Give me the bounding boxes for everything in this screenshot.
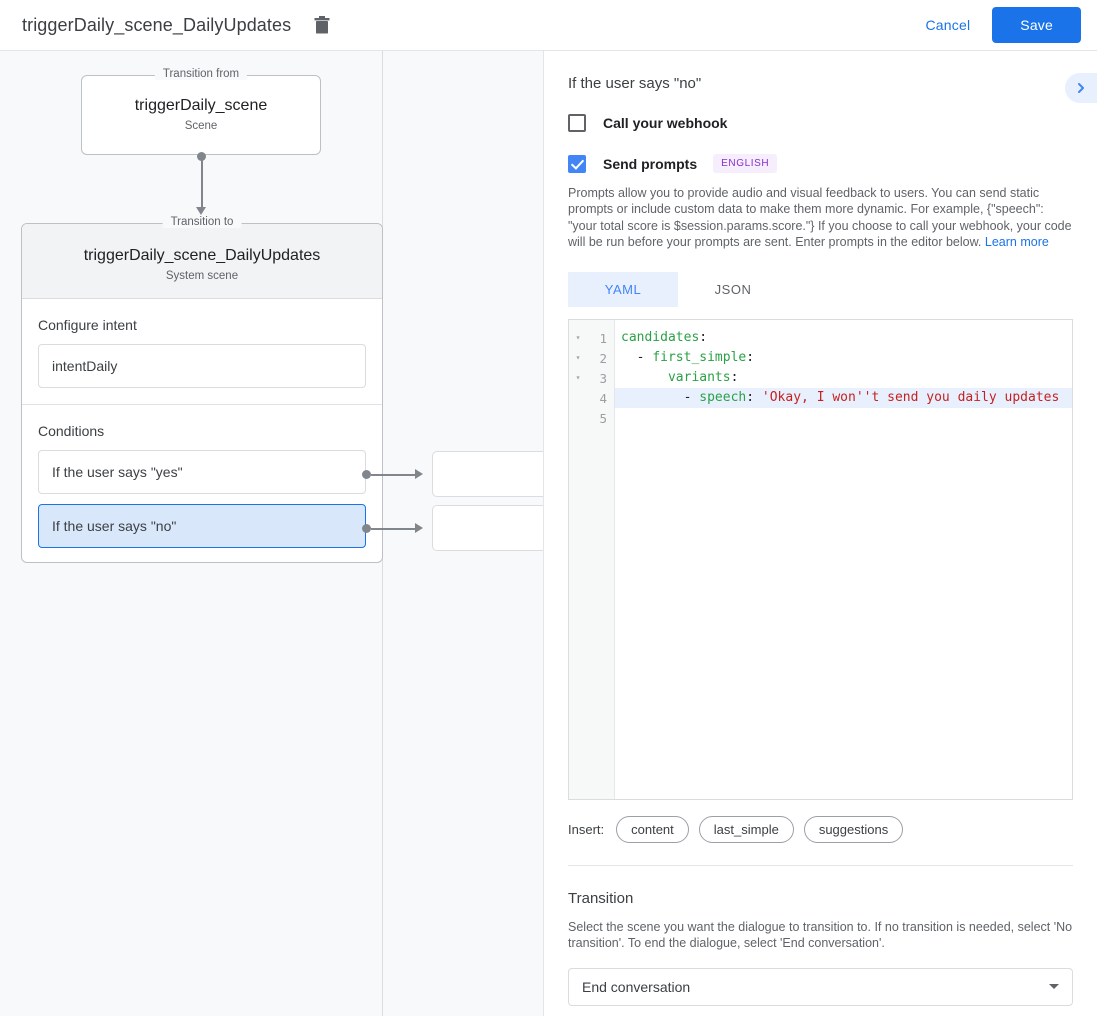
code-token: first_simple xyxy=(652,350,747,366)
tab-yaml[interactable]: YAML xyxy=(568,272,678,308)
transition-from-title: triggerDaily_scene xyxy=(134,97,268,114)
expand-panel-button[interactable] xyxy=(1065,73,1097,103)
target-node-yes[interactable] xyxy=(432,451,543,497)
editor-code-line[interactable]: variants: xyxy=(615,368,1072,388)
target-node-no[interactable] xyxy=(432,505,543,551)
transition-to-subtitle: System scene xyxy=(165,270,239,282)
edge-source-dot xyxy=(197,152,206,161)
call-webhook-label: Call your webhook xyxy=(603,115,728,131)
transition-to-title: triggerDaily_scene_DailyUpdates xyxy=(83,247,321,264)
editor-code-line[interactable]: candidates: xyxy=(615,328,1072,348)
tab-json[interactable]: JSON xyxy=(714,282,752,298)
insert-chip-last-simple[interactable]: last_simple xyxy=(698,816,794,844)
editor-gutter-line: ▾2 xyxy=(569,348,614,368)
transition-from-subtitle: Scene xyxy=(184,120,218,132)
code-token: : xyxy=(746,390,762,406)
conditions-section: Conditions If the user says "yes" If the… xyxy=(22,404,382,574)
code-token: variants xyxy=(667,370,731,386)
scene-graph-canvas[interactable]: Transition from triggerDaily_scene Scene… xyxy=(0,51,543,1016)
page-title: triggerDaily_scene_DailyUpdates xyxy=(22,14,292,35)
editor-format-tabs: YAML JSON xyxy=(568,272,788,308)
condition-no-connector-dot xyxy=(362,524,371,533)
chevron-down-icon xyxy=(1049,984,1059,990)
language-badge: ENGLISH xyxy=(713,154,778,173)
condition-no-connector-line xyxy=(371,528,417,530)
code-token: : xyxy=(730,370,739,386)
configure-intent-section: Configure intent intentDaily xyxy=(22,299,382,404)
prompts-help-body: Prompts allow you to provide audio and v… xyxy=(568,186,1072,249)
call-webhook-row[interactable]: Call your webhook xyxy=(568,114,1073,132)
fold-triangle-icon[interactable]: ▾ xyxy=(575,373,581,383)
code-token: candidates xyxy=(621,330,700,346)
configure-intent-label: Configure intent xyxy=(38,317,137,333)
edge-arrowhead-icon xyxy=(196,207,206,215)
send-prompts-checkbox[interactable] xyxy=(568,154,586,173)
transition-select-value: End conversation xyxy=(582,978,691,995)
fold-triangle-icon[interactable]: ▾ xyxy=(575,353,581,363)
code-token: speech xyxy=(699,390,747,406)
condition-yes-connector-dot xyxy=(362,470,371,479)
intent-field[interactable]: intentDaily xyxy=(38,344,366,388)
editor-gutter-line: ▾3 xyxy=(569,368,614,388)
editor-gutter-line: 4 xyxy=(569,388,614,408)
editor-code-line[interactable] xyxy=(615,408,1072,428)
details-panel-body: Call your webhook Send prompts ENGLISH P… xyxy=(544,114,1097,1006)
conditions-label: Conditions xyxy=(38,423,105,439)
call-webhook-checkbox[interactable] xyxy=(568,114,586,132)
transition-section-title: Transition xyxy=(568,890,634,908)
trash-icon xyxy=(314,16,330,34)
editor-line-number: 4 xyxy=(599,390,607,406)
cancel-button[interactable]: Cancel xyxy=(910,8,987,42)
panel-divider xyxy=(568,865,1073,867)
transition-to-node[interactable]: Transition to triggerDaily_scene_DailyUp… xyxy=(21,216,383,563)
learn-more-link[interactable]: Learn more xyxy=(984,234,1049,249)
editor-gutter-line: ▾1 xyxy=(569,328,614,348)
fold-triangle-icon[interactable]: ▾ xyxy=(575,333,581,343)
insert-chips-row: Insert: content last_simple suggestions xyxy=(568,816,1073,844)
insert-chip-suggestions[interactable]: suggestions xyxy=(803,816,904,844)
transition-from-legend: Transition from xyxy=(154,68,248,80)
code-token: 'Okay, I won''t send you daily updates xyxy=(761,390,1060,406)
editor-code-line[interactable]: - speech: 'Okay, I won''t send you daily… xyxy=(615,388,1072,409)
code-token: : xyxy=(746,350,755,366)
code-token xyxy=(621,370,668,385)
delete-button[interactable] xyxy=(309,12,335,38)
top-bar-actions: Cancel Save xyxy=(910,7,1081,43)
transition-from-node[interactable]: Transition from triggerDaily_scene Scene xyxy=(81,68,321,155)
transition-select[interactable]: End conversation xyxy=(568,967,1073,1006)
condition-yes-arrowhead-icon xyxy=(415,469,423,479)
edge-line xyxy=(201,157,203,209)
details-panel-title: If the user says "no" xyxy=(568,75,702,92)
insert-label: Insert: xyxy=(568,822,605,838)
transition-to-header: triggerDaily_scene_DailyUpdates System s… xyxy=(22,224,382,299)
editor-line-number: 1 xyxy=(599,330,607,346)
save-button[interactable]: Save xyxy=(992,7,1081,43)
details-panel: If the user says "no" Call your webhook … xyxy=(543,51,1097,1016)
editor-gutter-line: 5 xyxy=(569,408,614,428)
code-token: - xyxy=(621,350,653,366)
editor-code-area[interactable]: candidates: - first_simple: variants: - … xyxy=(615,320,1072,799)
editor-line-number: 2 xyxy=(599,350,607,366)
details-panel-header: If the user says "no" xyxy=(544,51,1097,103)
condition-yes-connector-line xyxy=(371,474,417,476)
send-prompts-label: Send prompts xyxy=(603,155,698,172)
prompts-help-text: Prompts allow you to provide audio and v… xyxy=(568,185,1073,250)
condition-item-no[interactable]: If the user says "no" xyxy=(38,504,366,548)
condition-no-arrowhead-icon xyxy=(415,523,423,533)
editor-line-number: 5 xyxy=(599,410,607,426)
condition-item-yes[interactable]: If the user says "yes" xyxy=(38,450,366,494)
editor-line-number: 3 xyxy=(599,370,607,386)
insert-chip-content[interactable]: content xyxy=(616,816,689,844)
code-token: : xyxy=(699,330,708,346)
send-prompts-row[interactable]: Send prompts ENGLISH xyxy=(568,154,1073,173)
code-token: - xyxy=(621,390,700,406)
top-bar: triggerDaily_scene_DailyUpdates Cancel S… xyxy=(0,0,1097,51)
editor-code-line[interactable]: - first_simple: xyxy=(615,348,1072,368)
chevron-right-icon xyxy=(1078,83,1084,93)
transition-description: Select the scene you want the dialogue t… xyxy=(568,920,1073,951)
transition-to-legend: Transition to xyxy=(162,216,242,228)
